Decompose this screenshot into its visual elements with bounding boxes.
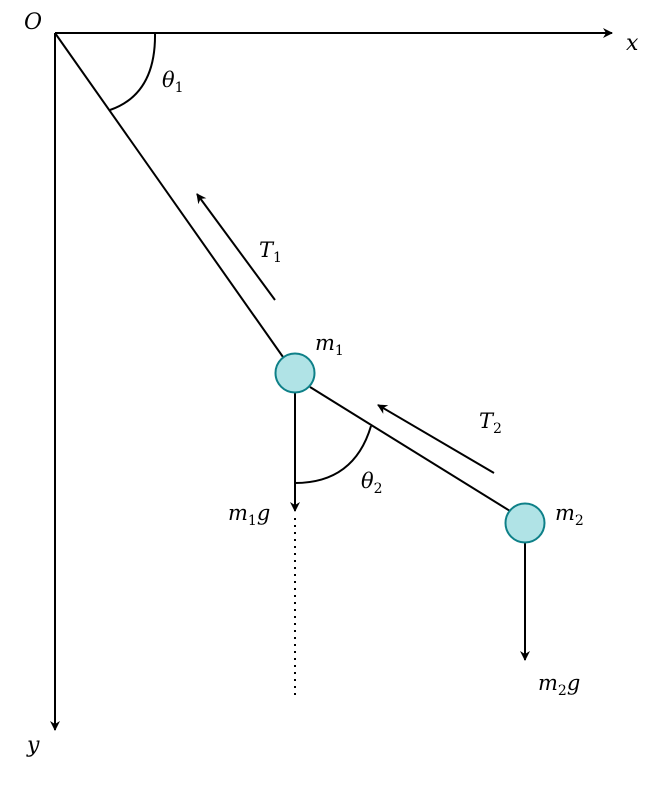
- weight1-label: m1g: [228, 501, 270, 529]
- rod-1: [54, 32, 284, 358]
- theta1-label: θ1: [162, 68, 184, 96]
- origin-label: O: [24, 10, 42, 35]
- x-axis-label: x: [626, 31, 639, 56]
- mass1-bob: [274, 352, 316, 394]
- tension2-arrow: [377, 404, 495, 474]
- mass2-label: m2: [555, 501, 584, 529]
- tension1-arrow: [196, 193, 276, 301]
- tension1-label: T1: [259, 238, 282, 266]
- theta2-arc: [294, 425, 372, 484]
- theta2-label: θ2: [361, 469, 383, 497]
- y-axis-label: y: [26, 733, 40, 758]
- weight2-label: m2g: [538, 671, 580, 699]
- tension2-label: T2: [479, 409, 502, 437]
- rod-2: [309, 386, 511, 512]
- mass2-bob: [504, 502, 546, 544]
- theta1-arc: [109, 32, 157, 111]
- mass1-label: m1: [315, 331, 344, 359]
